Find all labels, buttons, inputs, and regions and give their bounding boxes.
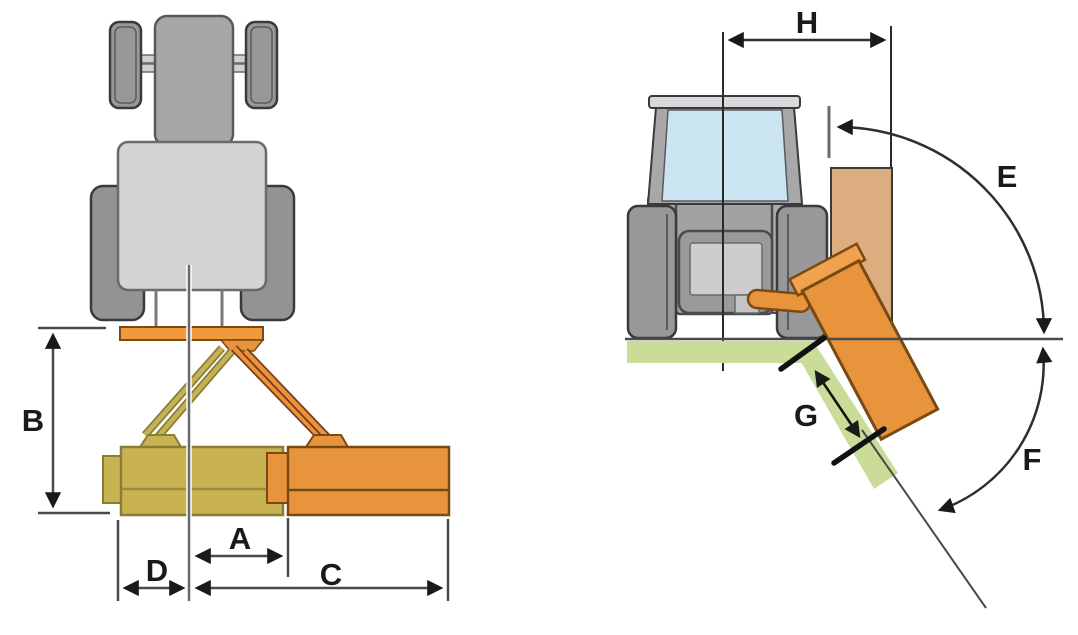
front-wheel-right — [244, 20, 279, 110]
mower-orange-body — [286, 445, 451, 517]
dim-D — [116, 520, 186, 601]
dim-H-label: H — [796, 5, 818, 40]
mower-orange-side-block — [266, 452, 289, 504]
dim-D-label: D — [146, 553, 168, 588]
mower-olive-side-block — [102, 455, 123, 504]
dim-G — [778, 335, 887, 466]
linkage-arms-orange — [231, 345, 334, 444]
cab-window — [661, 109, 789, 202]
dim-A — [194, 518, 290, 577]
angle-F-arc — [937, 346, 1053, 514]
front-wheel-right-tread — [250, 26, 273, 104]
mower-bracket-orange — [304, 434, 350, 448]
mower-head-body — [800, 258, 940, 442]
tractor-cab — [116, 140, 268, 292]
dim-G-tick-lower — [831, 426, 887, 466]
front-wheel-left-tread — [114, 26, 137, 104]
front-wheel-left — [108, 20, 143, 110]
dim-G-tick-upper — [778, 335, 827, 372]
tractor-top-view — [89, 14, 296, 327]
mower-orange — [266, 445, 451, 517]
dim-G-label: G — [794, 398, 818, 433]
linkage-arms-olive — [142, 345, 236, 442]
rear-wheel-left — [626, 204, 678, 340]
rear-view: H E — [625, 5, 1063, 609]
dim-C — [194, 519, 450, 601]
dim-C-label: C — [320, 557, 342, 592]
dim-B — [38, 326, 110, 515]
dim-B-label: B — [22, 403, 44, 438]
hitch-bracket — [219, 339, 265, 352]
dim-F-label: F — [1023, 442, 1042, 477]
cab-roof — [648, 95, 801, 109]
top-view: B A D C — [22, 14, 451, 601]
grass-strip — [627, 341, 810, 363]
dim-G-arrow — [814, 369, 861, 439]
dim-A-label: A — [229, 521, 251, 556]
mower-axis-line — [861, 429, 987, 609]
dim-E-label: E — [997, 159, 1018, 194]
angle-E-arc — [836, 118, 1053, 335]
mower-head — [787, 242, 940, 442]
mower-olive-body — [119, 445, 285, 517]
rear-window — [689, 242, 763, 296]
mower-bracket-olive — [138, 434, 183, 448]
mower-olive-ghost — [102, 445, 285, 517]
tractor-hood — [153, 14, 235, 148]
